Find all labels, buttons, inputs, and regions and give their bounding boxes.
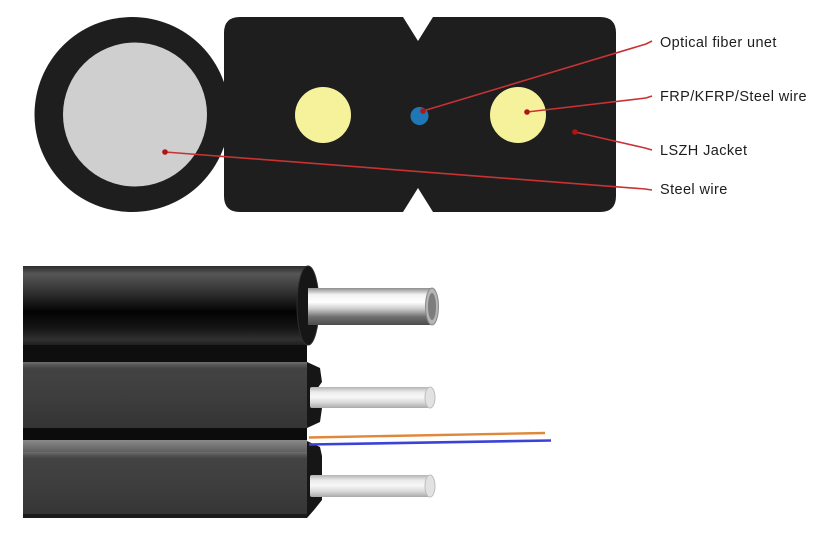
messenger-cylinder [23,266,308,345]
cable-section-middle [23,362,307,428]
frp-member-left [295,87,351,143]
cross-section-figure [34,17,653,212]
section-gap [23,428,307,440]
steel-wire-rod-end-inner [428,293,436,320]
anchor-dot-optical-fiber [420,108,426,114]
cable-web [23,345,307,362]
callout-label-lszh: LSZH Jacket [660,143,748,159]
callout-label-frp: FRP/KFRP/Steel wire [660,89,807,105]
callout-label-optical-fiber: Optical fiber unet [660,35,777,51]
cable-section-bottom-edge [23,514,307,518]
anchor-dot-frp [524,109,530,115]
frp-rod-middle-end [424,386,436,409]
frp-rod-bottom [310,475,430,497]
cable-section-bottom [23,452,307,518]
leader-line-frp [526,95,653,113]
fiber-orange [308,431,546,439]
cable-section-bottom-top-face [23,440,307,452]
stripped-cable-figure [23,265,552,518]
leader-line-optical-fiber [422,40,653,112]
leader-line-lszh [574,131,653,151]
leader-line-steel-wire [164,151,653,191]
anchor-dot-steel-wire [162,149,168,155]
steel-wire-rod [308,288,432,325]
frp-member-right [490,87,546,143]
callout-label-steel-wire: Steel wire [660,182,728,198]
frp-rod-middle [310,387,430,408]
frp-rod-bottom-end [424,474,436,498]
steel-wire-core-circle [63,42,207,187]
fiber-blue [308,439,552,446]
anchor-dot-lszh [572,129,578,135]
